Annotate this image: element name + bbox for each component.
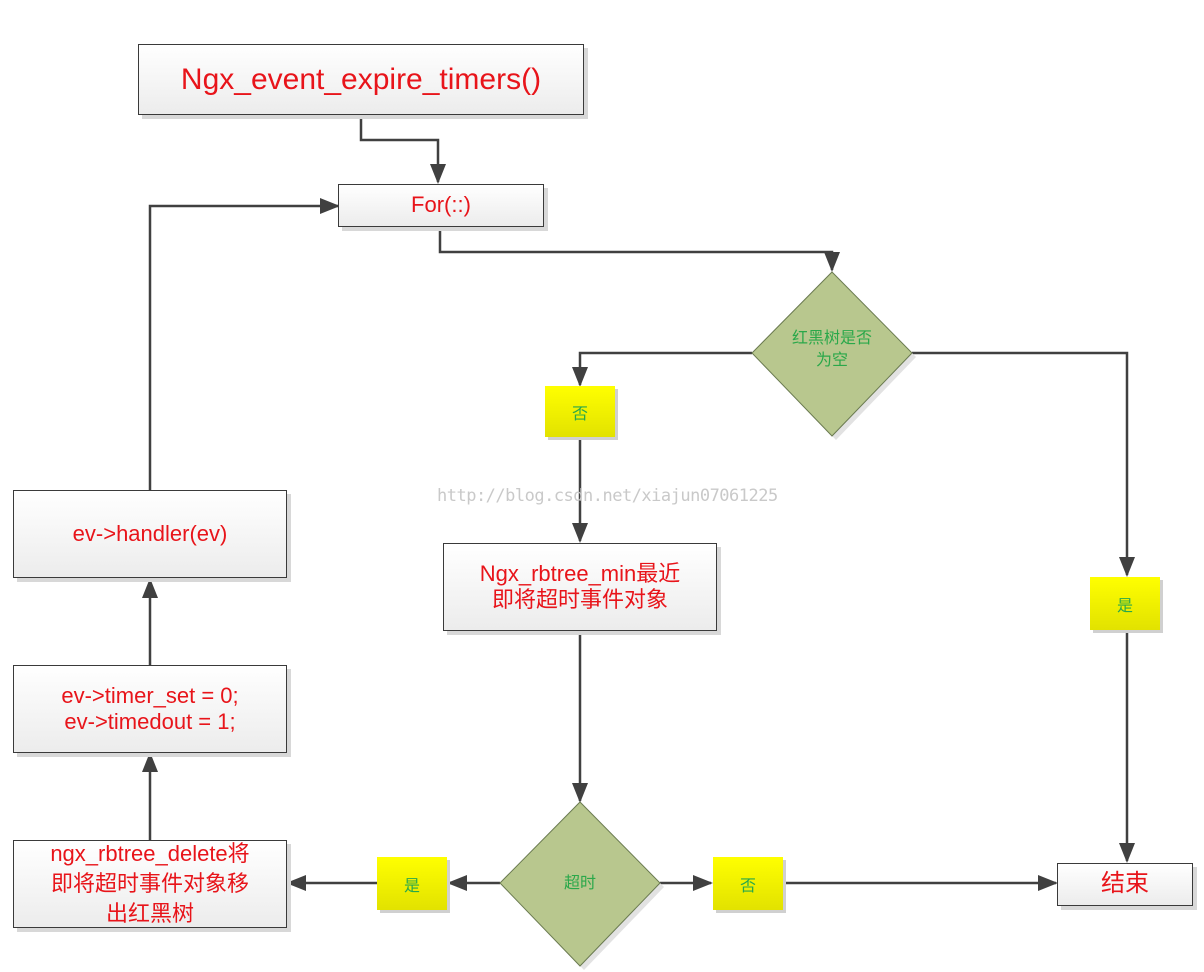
empty-check-label: 红黑树是否 为空 bbox=[772, 327, 892, 370]
yes-tag-bottom: 是 bbox=[377, 857, 447, 910]
no-tag-bottom: 否 bbox=[713, 857, 783, 910]
empty-check-label-line-2: 为空 bbox=[815, 349, 848, 369]
no-tag-bottom-label: 否 bbox=[739, 875, 756, 895]
rbtree-min-line-2: 即将超时事件对象 bbox=[491, 587, 668, 612]
no-tag-top-label: 否 bbox=[571, 403, 588, 423]
connector-handler-to-loop bbox=[148, 198, 340, 490]
set-flags-node[interactable]: ev->timer_set = 0; ev->timedout = 1; bbox=[13, 665, 287, 753]
rbtree-min-line-1: Ngx_rbtree_min最近 bbox=[479, 560, 681, 586]
handler-node-label: ev->handler(ev) bbox=[72, 520, 228, 546]
connector-empty-check-yes bbox=[912, 351, 1135, 577]
set-flags-line-2: ev->timedout = 1; bbox=[64, 709, 236, 734]
handler-node[interactable]: ev->handler(ev) bbox=[13, 490, 287, 578]
set-flags-line-1: ev->timer_set = 0; bbox=[61, 682, 239, 708]
rbtree-delete-line-1: ngx_rbtree_delete将 bbox=[50, 841, 250, 867]
loop-node-label: For(::) bbox=[411, 192, 471, 218]
rbtree-delete-line-3: 出红黑树 bbox=[105, 900, 194, 926]
end-node-label: 结束 bbox=[1101, 870, 1149, 898]
decision-diamond-empty bbox=[751, 271, 913, 437]
loop-node[interactable]: For(::) bbox=[338, 184, 544, 227]
yes-tag-right-label: 是 bbox=[1116, 595, 1133, 615]
decision-diamond-timeout bbox=[499, 801, 661, 967]
yes-tag-right: 是 bbox=[1090, 577, 1160, 630]
yes-tag-bottom-label: 是 bbox=[403, 875, 420, 895]
empty-check-label-line-1: 红黑树是否 bbox=[791, 328, 872, 347]
connector-loop-to-empty-check bbox=[438, 227, 840, 272]
rbtree-min-node[interactable]: Ngx_rbtree_min最近 即将超时事件对象 bbox=[443, 543, 717, 631]
start-node[interactable]: Ngx_event_expire_timers() bbox=[138, 44, 584, 115]
no-tag-top: 否 bbox=[545, 386, 615, 437]
end-node[interactable]: 结束 bbox=[1057, 863, 1193, 906]
timeout-check-label: 超时 bbox=[540, 872, 620, 894]
connector-start-to-loop bbox=[359, 115, 446, 184]
rbtree-delete-node[interactable]: ngx_rbtree_delete将 即将超时事件对象移 出红黑树 bbox=[13, 840, 287, 928]
connector-empty-check-no bbox=[572, 351, 752, 387]
watermark: http://blog.csdn.net/xiajun07061225 bbox=[437, 486, 778, 506]
rbtree-delete-line-2: 即将超时事件对象移 bbox=[50, 871, 249, 897]
timeout-check-label-text: 超时 bbox=[563, 873, 596, 892]
start-node-label: Ngx_event_expire_timers() bbox=[180, 62, 542, 96]
